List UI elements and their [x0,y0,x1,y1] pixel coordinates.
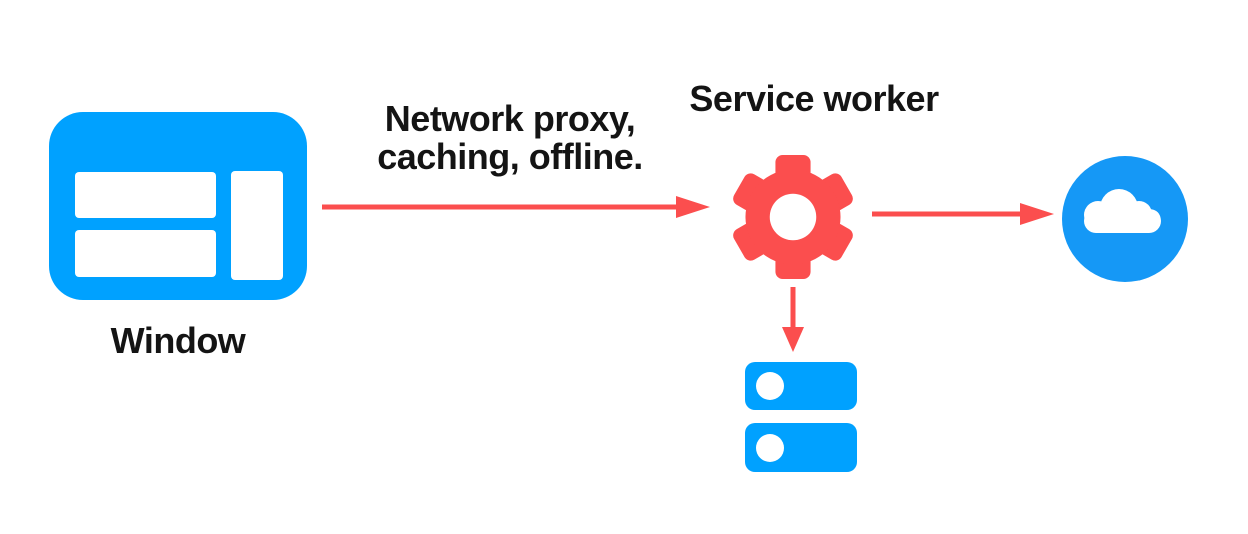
arrow-annotation: Network proxy, caching, offline. [345,100,675,176]
arrow-window-to-service-worker [322,196,710,218]
window-content-row-top [75,172,216,218]
cloud-icon [1062,156,1188,282]
window-content-row-bottom [75,230,216,277]
gear-icon [733,155,853,279]
database-disk-top [745,362,857,410]
arrow-annotation-line1: Network proxy, [384,98,636,139]
arrow-service-worker-to-storage [782,287,804,352]
disk-indicator-dot [756,433,784,462]
window-sidebar-panel [231,171,283,280]
arrow-service-worker-to-network [872,203,1054,225]
database-disk-bottom [745,423,857,472]
service-worker-title: Service worker [689,78,939,119]
browser-window-icon [49,112,307,300]
disk-indicator-dot [756,372,784,400]
database-icon [745,362,857,472]
arrow-annotation-line2: caching, offline. [377,136,643,177]
window-label: Window [110,320,246,361]
